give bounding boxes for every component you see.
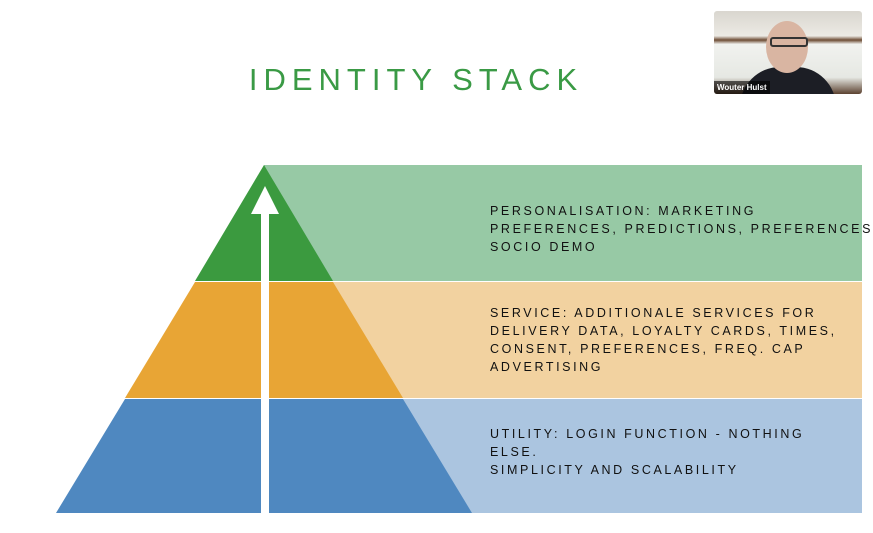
slide-title: IDENTITY STACK bbox=[248, 62, 584, 97]
arrow-shaft bbox=[261, 212, 269, 513]
participant-name-label: Wouter Hulst bbox=[714, 81, 770, 94]
personalisation-band bbox=[264, 165, 862, 281]
glasses bbox=[770, 37, 808, 47]
arrow-head-icon bbox=[251, 186, 279, 214]
participant-head bbox=[766, 21, 808, 73]
webcam-video-tile[interactable]: Wouter Hulst bbox=[714, 11, 862, 94]
